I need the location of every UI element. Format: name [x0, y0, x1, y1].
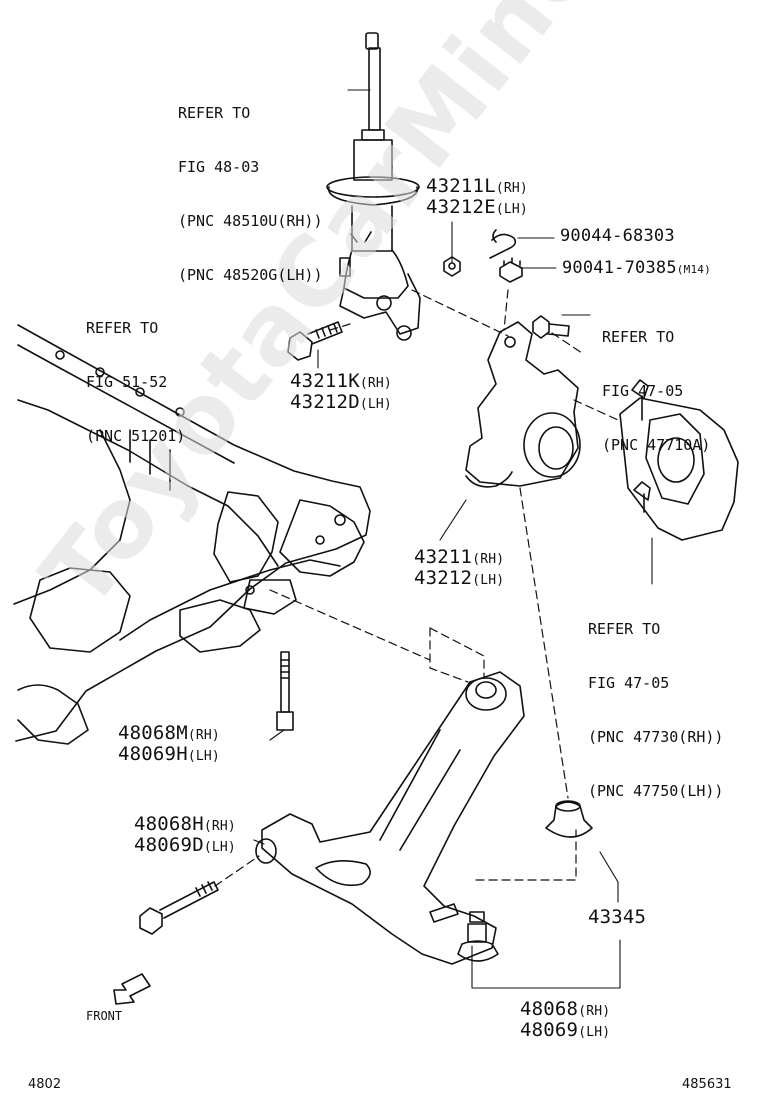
caliper-bolt	[532, 315, 570, 339]
ref-caliper-line-3: (PNC 47730(RH))	[588, 728, 724, 746]
ref-caliper-bolt-line-2: FIG 47-05	[602, 382, 684, 400]
label-43211: 43211(RH)	[414, 548, 504, 567]
side-43211: (RH)	[472, 552, 505, 567]
side-48069D: (LH)	[203, 840, 236, 855]
ref-strut-line-3: (PNC 48510U(RH))	[178, 212, 323, 230]
ref-crossmember-line-3: (PNC 51201)	[86, 427, 186, 445]
side-48068: (RH)	[578, 1004, 611, 1019]
ref-caliper-bolt-line-1: REFER TO	[602, 328, 675, 346]
strut-assembly	[326, 32, 421, 341]
side-43211K: (RH)	[359, 376, 392, 391]
vertical-bolt	[276, 651, 294, 731]
footer-fig-number: 4802	[28, 1077, 62, 1092]
label-43345: 43345	[588, 908, 646, 927]
ref-caliper: REFER TO FIG 47-05 (PNC 47730(RH)) (PNC …	[588, 584, 723, 818]
strut-bolt	[287, 321, 343, 361]
label-43211L: 43211L(RH)	[426, 177, 528, 196]
pn-43211K: 43211K	[290, 370, 360, 392]
label-48069H: 48069H(LH)	[118, 745, 220, 764]
label-43212E: 43212E(LH)	[426, 198, 528, 217]
label-90041: 90041-70385(M14)	[562, 260, 711, 277]
ref-crossmember-line-1: REFER TO	[86, 319, 159, 337]
label-43212: 43212(LH)	[414, 569, 504, 588]
ref-strut-line-4: (PNC 48520G(LH))	[178, 266, 323, 284]
pn-48068H: 48068H	[134, 813, 204, 835]
pn-43212E: 43212E	[426, 196, 496, 218]
pn-48068: 48068	[520, 998, 579, 1020]
pn-43212D: 43212D	[290, 391, 360, 413]
front-arrow-icon	[113, 973, 151, 1005]
side-48068H: (RH)	[203, 819, 236, 834]
label-48069: 48069(LH)	[520, 1021, 610, 1040]
ref-caliper-line-2: FIG 47-05	[588, 674, 670, 692]
ref-strut: REFER TO FIG 48-03 (PNC 48510U(RH)) (PNC…	[178, 68, 323, 302]
ref-strut-line-2: FIG 48-03	[178, 158, 260, 176]
side-43212: (LH)	[472, 573, 505, 588]
ref-caliper-bolt-line-3: (PNC 47710A)	[602, 436, 711, 454]
ball-joint-boot	[545, 800, 593, 838]
note-90041: (M14)	[676, 263, 711, 276]
pn-90044: 90044-68303	[560, 226, 675, 246]
castle-nut	[499, 257, 523, 283]
ref-strut-line-1: REFER TO	[178, 104, 251, 122]
cotter-pin	[489, 229, 517, 259]
ref-crossmember: REFER TO FIG 51-52 (PNC 51201)	[86, 283, 185, 463]
label-48068H: 48068H(RH)	[134, 815, 236, 834]
steering-knuckle	[465, 321, 581, 488]
ref-crossmember-line-2: FIG 51-52	[86, 373, 168, 391]
assembly-dashed-lines	[214, 289, 619, 887]
pn-43211L: 43211L	[426, 175, 496, 197]
side-48068M: (RH)	[187, 728, 220, 743]
side-43211L: (RH)	[495, 181, 528, 196]
label-48069D: 48069D(LH)	[134, 836, 236, 855]
pn-48068M: 48068M	[118, 722, 188, 744]
front-label: FRONT	[86, 1009, 123, 1023]
ref-caliper-line-4: (PNC 47750(LH))	[588, 782, 724, 800]
horizontal-bolt	[139, 881, 219, 935]
pn-43211: 43211	[414, 546, 473, 568]
crossmember	[13, 324, 371, 745]
label-90044: 90044-68303	[560, 228, 675, 245]
label-43212D: 43212D(LH)	[290, 393, 392, 412]
side-48069: (LH)	[578, 1025, 611, 1040]
lower-control-arm	[255, 671, 525, 965]
pn-43345: 43345	[588, 906, 647, 928]
ball-joint	[457, 911, 499, 962]
label-48068: 48068(RH)	[520, 1000, 610, 1019]
side-48069H: (LH)	[187, 749, 220, 764]
ref-caliper-line-1: REFER TO	[588, 620, 661, 638]
footer-illustration-code: 485631	[682, 1077, 732, 1092]
label-48068M: 48068M(RH)	[118, 724, 220, 743]
pn-48069: 48069	[520, 1019, 579, 1041]
brake-caliper	[619, 379, 739, 541]
side-43212E: (LH)	[495, 202, 528, 217]
pn-48069H: 48069H	[118, 743, 188, 765]
ref-caliper-bolt: REFER TO FIG 47-05 (PNC 47710A)	[602, 292, 710, 472]
label-43211K: 43211K(RH)	[290, 372, 392, 391]
side-43212D: (LH)	[359, 397, 392, 412]
pn-90041: 90041-70385	[562, 258, 677, 278]
pn-48069D: 48069D	[134, 834, 204, 856]
leader-lines	[253, 89, 653, 989]
pn-43212: 43212	[414, 567, 473, 589]
